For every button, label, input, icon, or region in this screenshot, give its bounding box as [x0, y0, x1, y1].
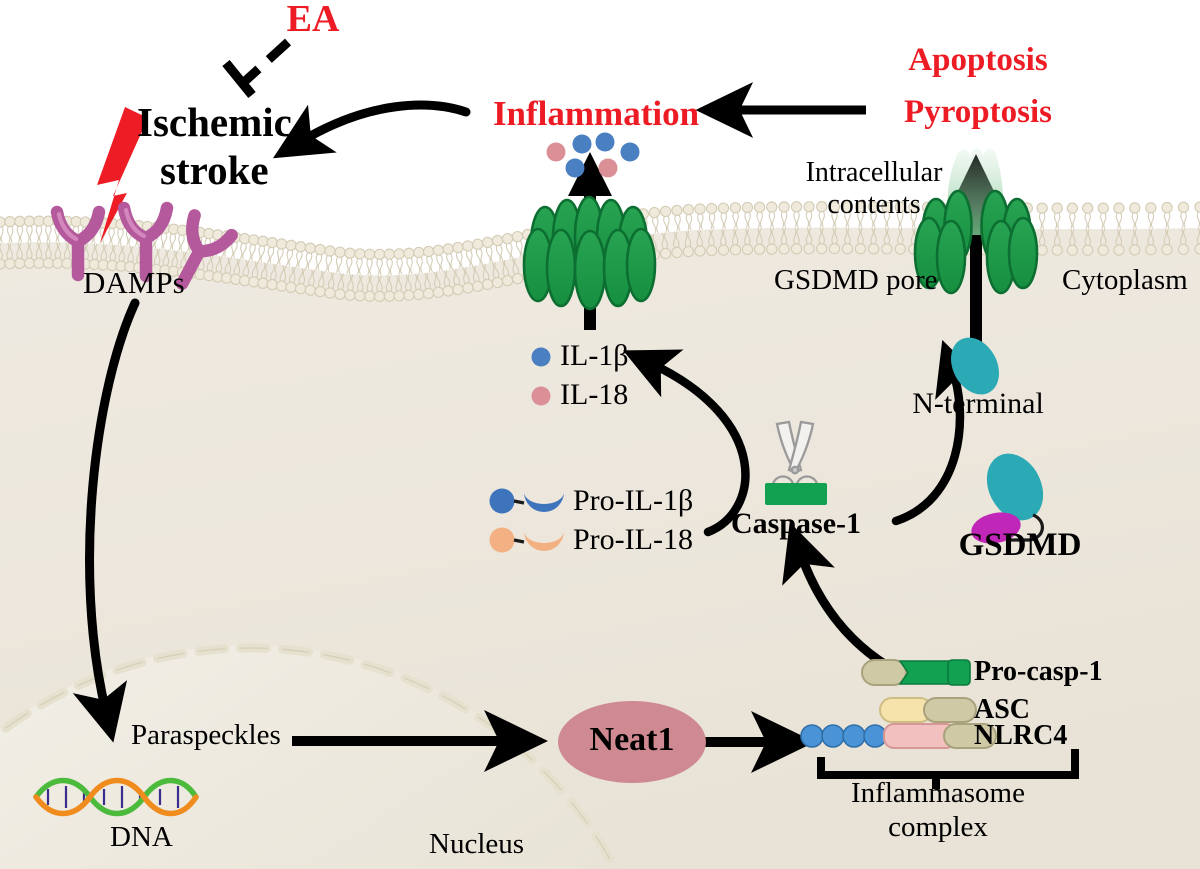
ea-label: EA	[286, 0, 340, 40]
inflammasome-complex-label-line2: complex	[888, 811, 988, 843]
scissors-icon	[771, 420, 819, 499]
il-release-arrowhead	[568, 152, 612, 196]
neat1-ellipse-icon	[558, 701, 706, 783]
il18-legend-dot	[531, 386, 551, 406]
nucleus-region	[0, 643, 621, 869]
gsdmd-label: GSDMD	[958, 527, 1082, 563]
pro-casp1-icon	[861, 659, 971, 686]
neat1-label: Neat1	[589, 721, 675, 758]
asc-icon	[879, 697, 977, 723]
gsdmd-pore-icon-right	[913, 189, 1039, 295]
nucleus-label: Nucleus	[429, 828, 525, 860]
il18-label: IL-18	[560, 378, 629, 411]
pro-il18-label: Pro-IL-18	[573, 523, 693, 556]
dna-label: DNA	[110, 821, 173, 853]
caspase1-label: Caspase-1	[730, 507, 862, 540]
caspase1-bar-icon	[765, 483, 827, 505]
pyroptosis-label: Pyroptosis	[904, 94, 1052, 130]
edge-damps-to-paraspeckles	[72, 298, 140, 743]
pro-il18-marker-icon	[489, 527, 564, 553]
damps-receptor-highlights	[56, 207, 147, 242]
ischemic-stroke-label-line1: Ischemic	[137, 99, 292, 145]
lightning-bolt-icon	[97, 107, 148, 243]
pro-il1b-label: Pro-IL-1β	[573, 484, 694, 517]
pro-casp1-label: Pro-casp-1	[974, 656, 1103, 687]
released-cytokine-dots	[546, 132, 640, 178]
asc-label: ASC	[974, 694, 1031, 725]
inflammation-label: Inflammation	[492, 94, 700, 133]
il1b-legend-dot	[531, 347, 551, 367]
ischemic-stroke-label-line2: stroke	[160, 147, 269, 193]
damps-label: DAMPs	[83, 265, 185, 300]
dna-helix-icon	[33, 777, 199, 817]
pro-il1b-marker-icon	[489, 488, 564, 514]
n-terminal-label: N-terminal	[912, 387, 1044, 420]
edge-caspase1-to-il1b	[623, 349, 750, 537]
il1b-label: IL-1β	[560, 339, 629, 372]
edge-ea-inhibits-ischemic-stroke	[222, 38, 292, 98]
n-terminal-icon	[951, 337, 999, 395]
intracellular-contents-label-line1: Intracellular	[805, 157, 943, 188]
intracellular-contents-label-line2: contents	[827, 189, 921, 220]
edge-inflammation-to-stroke	[272, 100, 471, 159]
paraspeckles-label: Paraspeckles	[131, 719, 281, 751]
edge-caspase1-to-nterminal	[891, 339, 985, 526]
inflammasome-complex-label-line1: Inflammasome	[851, 777, 1025, 809]
gsdmd-pore-label: GSDMD pore	[774, 264, 938, 296]
inflammasome-bracket	[817, 749, 1079, 789]
nlrc4-icon	[800, 723, 997, 749]
cytoplasm-label: Cytoplasm	[1062, 264, 1188, 296]
nlrc4-label: NLRC4	[974, 720, 1068, 751]
gsdmd-protein-icon	[971, 453, 1044, 544]
apoptosis-label: Apoptosis	[908, 42, 1048, 78]
gsdmd-pore-icon-left	[522, 195, 657, 311]
